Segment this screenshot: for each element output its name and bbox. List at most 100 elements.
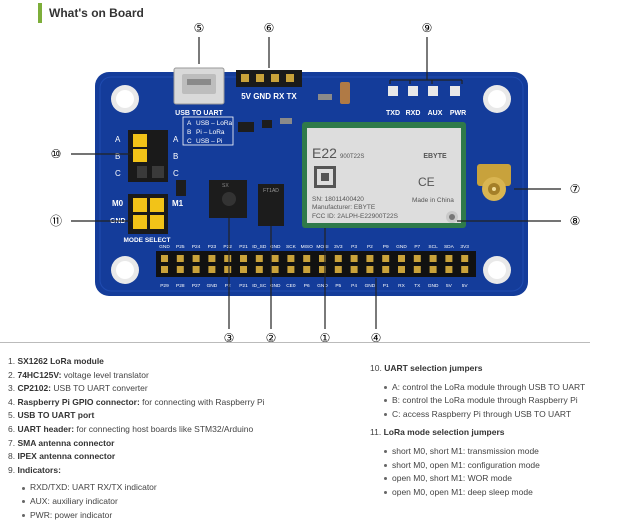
board-diagram: USB TO UART 5V GND RX TX TXD RXD AUX PWR… [50,21,580,345]
mode-label-m1: M1 [172,199,184,208]
gpio-pin [271,255,279,262]
mode-label-m0: M0 [112,199,124,208]
gpio-pin [319,255,326,262]
chip2-label: FT1AD [263,188,279,194]
indicator-item: RXD/TXD: UART RX/TX indicator [8,481,348,495]
gpio-pin [398,266,405,273]
gpio-pin [287,266,295,273]
gpio-pin [176,266,184,273]
gpio-bottom-label: P2 [225,283,231,289]
gpio-pin [413,266,421,273]
gpio-pin [287,255,295,262]
gpio-top-label: ID_SD [252,244,267,250]
callout-4: ④ [371,331,382,345]
gpio-pin [224,266,232,273]
jumper-box-a-desc: USB – LoRa [196,120,233,127]
gpio-pin [255,266,263,273]
gpio-top-label: P22 [223,244,232,250]
uart-jumpers [128,130,168,182]
gpio-pin [382,255,390,262]
gpio-pin [176,255,184,262]
gpio-pin [366,255,374,262]
gpio-bottom-label: 5V [446,283,453,289]
callout-lines [71,37,561,329]
gpio-top-label: SCK [286,244,297,250]
gpio-pin [350,255,358,262]
lora-module: E22 900T22S EBYTE SN: 18011400420 Manufa… [302,122,466,228]
gpio-pin [192,255,200,262]
gpio-pin [161,266,168,273]
gpio-bottom-label: GND [207,283,218,289]
gpio-top-label: SCL [428,244,438,250]
mode-item: short M0, short M1: transmission mode [370,445,635,459]
module-mfr: Manufacturer: EBYTE [312,204,376,211]
callout-6: ⑥ [264,21,275,35]
mode-item: open M0, open M1: deep sleep mode [370,486,635,500]
legend-item: 6. UART header: for connecting host boar… [8,423,254,434]
gpio-pin [271,266,279,273]
gpio-pin [192,266,200,273]
legend-item: 2. 74HC125V: voltage level translator [8,369,149,380]
module-model: E22 [312,145,337,161]
mode-jumpers-heading: 11. LoRa mode selection jumpers [370,427,505,438]
module-brand: EBYTE [423,153,447,160]
gpio-pin [413,255,421,262]
gpio-pin [461,255,469,262]
legend-item: 7. SMA antenna connector [8,437,115,448]
gpio-bottom-label: P6 [304,283,310,289]
gpio-top-label: P23 [208,244,217,250]
gpio-pin [334,266,342,273]
gpio-bottom-label: 5V [462,283,469,289]
section-title-text: What's on Board [49,6,144,20]
gpio-top-label: MOSI [316,244,328,250]
gpio-top-label: P2 [367,244,373,250]
gpio-pin [161,255,168,262]
jumper-side-c: C [173,169,179,178]
gpio-top-label: P9 [383,244,389,250]
gpio-bottom-label: GND [428,283,439,289]
jumper-box-c-desc: USB – Pi [196,138,222,145]
legend-item: 3. CP2102: USB TO UART converter [8,383,148,394]
gpio-pin [461,266,469,273]
level-translator-chip [258,184,284,226]
callout-5: ⑤ [194,21,205,35]
legend-item: 1. SX1262 LoRa module [8,356,104,366]
indicator-item: AUX: auxiliary indicator [8,495,348,509]
jumper-left-a: A [115,135,121,144]
gpio-pin [208,255,216,262]
callout-1: ① [320,331,331,345]
gpio-top-label: 3V3 [460,244,469,250]
callout-10: ⑩ [51,147,62,161]
indicator-item: PWR: power indicator [8,509,348,523]
callout-markers: ⑤ ⑥ ⑨ ⑩ ⑪ ⑦ ⑧ ③ ② ① ④ [50,21,580,345]
gpio-bottom-label: P21 [239,283,248,289]
jumper-left-b: B [115,152,120,161]
gpio-pin [303,255,311,262]
callout-8: ⑧ [570,214,581,228]
gpio-bottom-label: TX [414,283,421,289]
chip1-label: SX [222,183,229,189]
gpio-pin [366,266,374,273]
gpio-bottom-label: P4 [351,283,357,289]
gpio-bottom-label: CE0 [286,283,296,289]
ce-mark: CE [418,175,435,189]
uart-item: C: access Raspberry Pi through USB TO UA… [370,408,635,422]
gpio-bottom-label: P1 [383,283,389,289]
jumper-box: A USB – LoRa B Pi – LoRa C USB – Pi [182,116,234,146]
gpio-bottom-label: RX [398,283,405,289]
gpio-pin [208,266,216,273]
module-sub: 900T22S [340,154,364,160]
mode-jumpers [128,194,168,234]
gpio-bottom-label: P27 [192,283,201,289]
gpio-pin [224,255,232,262]
sma-connector [477,164,511,201]
indicator-leds [388,86,460,96]
jumper-side-b: B [173,152,178,161]
gpio-pin [382,266,390,273]
callout-11: ⑪ [50,214,62,228]
mode-item: open M0, short M1: WOR mode [370,472,635,486]
callout-3: ③ [224,331,235,345]
jumper-box-b: B [187,129,191,136]
gpio-top-label: GND [396,244,407,250]
